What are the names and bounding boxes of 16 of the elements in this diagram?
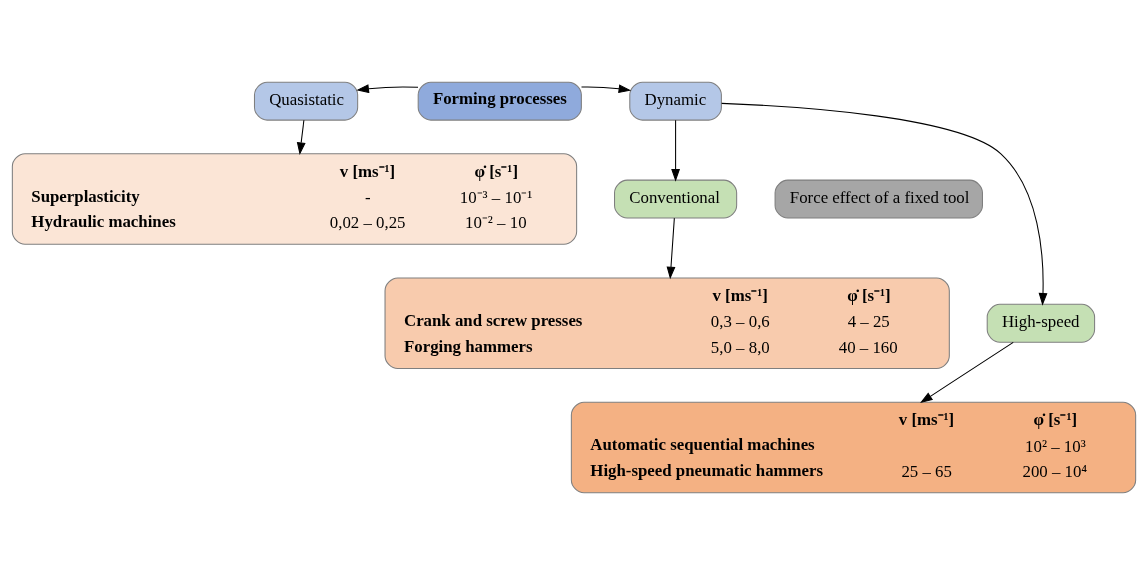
node-box: v [ms⁻¹] φ̇ [s⁻¹] Superplasticity - 10⁻³ – 10⁻¹ Hydraulic machines 0,02 – 0,25 10⁻² – 10 bbox=[11, 152, 578, 245]
node-box: Force effect of a fixed tool bbox=[774, 179, 983, 219]
arrow bbox=[721, 102, 1048, 306]
arrow bbox=[666, 217, 676, 279]
node-box: Forming processes bbox=[417, 81, 582, 121]
node-box: v [ms⁻¹] φ̇ [s⁻¹] Automatic sequential machines 10² – 10³ High-speed pneumatic hammers 25 – 65 200 – 10⁴ bbox=[570, 401, 1137, 493]
arrow bbox=[671, 119, 681, 182]
node-box: Quasistatic bbox=[253, 81, 359, 121]
arrow bbox=[296, 119, 306, 155]
node-box: High-speed bbox=[986, 303, 1096, 343]
node-box: Conventional bbox=[614, 179, 738, 219]
node-box: v [ms⁻¹] φ̇ [s⁻¹] Crank and screw presses 0,3 – 0,6 4 – 25 Forging hammers 5,0 – 8,0 40 – 160 bbox=[384, 277, 950, 369]
node-box: Dynamic bbox=[629, 81, 722, 121]
arrow bbox=[581, 83, 632, 93]
arrow bbox=[920, 341, 1014, 403]
arrow bbox=[356, 83, 419, 93]
